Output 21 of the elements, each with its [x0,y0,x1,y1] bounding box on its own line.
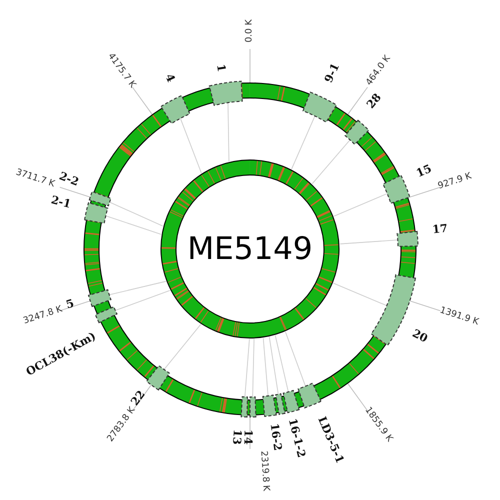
position-label: 3711.7 K [14,168,56,190]
region-label: 16-2 [269,422,284,452]
region-label: 15 [415,163,434,180]
position-label: 2319.8 K [258,450,270,491]
region-label: 17 [432,222,448,236]
region-label: 5 [64,298,76,310]
region-label: 20 [410,327,430,344]
genome-name: ME5149 [187,231,313,267]
region-label: 1 [215,64,228,73]
region-label: 22 [129,388,148,407]
region-label: 4 [164,72,177,84]
region-label: 13 [230,428,243,445]
region-label: 2-2 [58,170,80,188]
position-label: 1391.9 K [438,306,480,328]
region-label: 14 [242,429,254,445]
position-label: 927.9 K [438,172,474,192]
region-label: 28 [364,92,384,111]
region-label: 16-1-2 [287,418,308,459]
position-label: 0.0 K [246,19,254,43]
region-label: 9-1 [322,62,342,84]
region-label: 2-1 [50,194,72,210]
